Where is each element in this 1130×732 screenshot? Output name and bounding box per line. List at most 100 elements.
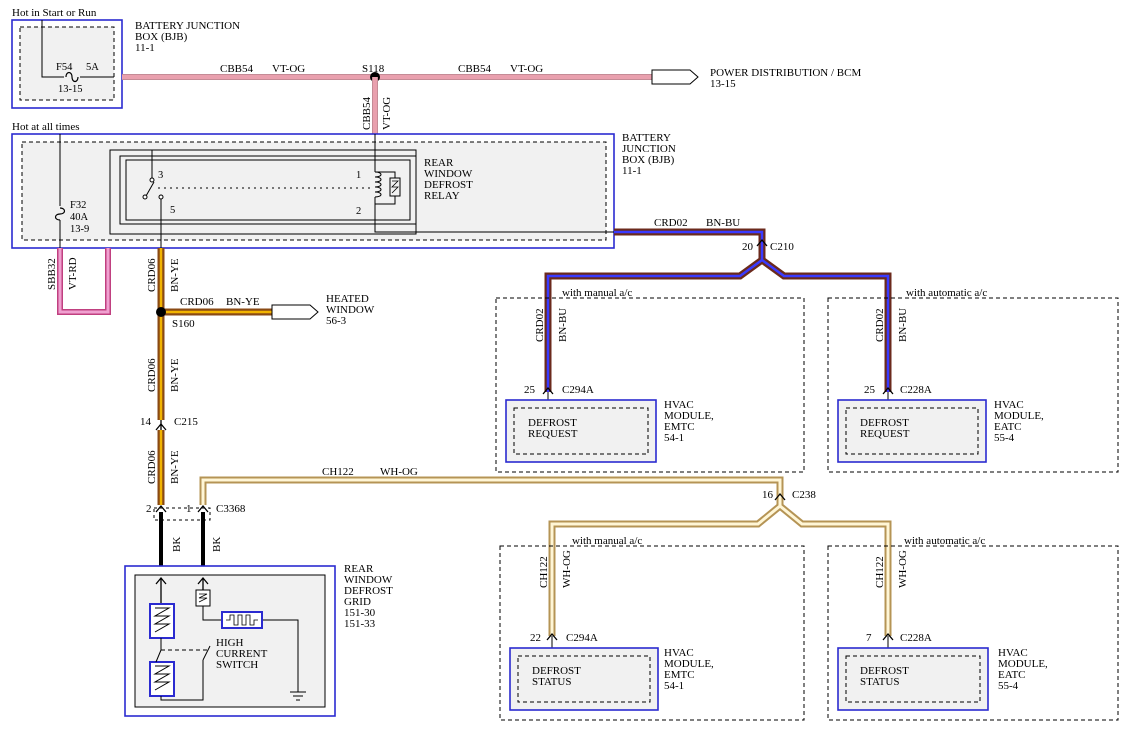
svg-text:REQUEST: REQUEST xyxy=(860,428,910,440)
svg-text:151-30: 151-30 xyxy=(344,607,376,619)
wire-sbb32-color: VT-RD xyxy=(67,257,79,290)
splice-s160 xyxy=(156,307,166,317)
crd02-right-color: BN-BU xyxy=(897,308,909,342)
c238-label: C238 xyxy=(792,489,816,501)
eatc-defrost-request-box xyxy=(837,399,987,463)
crd06-bottom-color: BN-YE xyxy=(169,450,181,484)
svg-text:WINDOW: WINDOW xyxy=(344,574,393,586)
wire-cbb54-left-color: VT-OG xyxy=(272,63,305,75)
fuse-f54-label: F54 xyxy=(56,62,73,73)
emtc-request-label: DEFROST xyxy=(528,417,577,429)
wire-cbb54-vert-code: CBB54 xyxy=(361,96,373,130)
c3368-label: C3368 xyxy=(216,503,246,515)
svg-text:54-1: 54-1 xyxy=(664,680,684,692)
crd02-left-color: BN-BU xyxy=(557,308,569,342)
bk-right-label: BK xyxy=(211,537,223,552)
svg-text:BATTERY: BATTERY xyxy=(622,132,671,144)
c294a-status-conn: C294A xyxy=(566,632,598,644)
manual-ac-request-region xyxy=(495,297,805,473)
svg-text:EMTC: EMTC xyxy=(664,669,695,681)
svg-text:HVAC: HVAC xyxy=(664,647,694,659)
c238-connector xyxy=(774,492,786,501)
svg-text:HVAC: HVAC xyxy=(998,647,1028,659)
svg-text:GRID: GRID xyxy=(344,596,371,608)
c210-connector xyxy=(756,238,768,247)
svg-text:CURRENT: CURRENT xyxy=(216,648,268,660)
eatc-status-label: DEFROST xyxy=(860,665,909,677)
fuse-f32-label: F32 xyxy=(70,200,86,211)
bjb2-box xyxy=(11,133,615,249)
bjb1-box xyxy=(11,19,123,109)
crd06-top-code: CRD06 xyxy=(146,258,158,292)
c3368-pin-2: 2 xyxy=(146,503,152,515)
eatc-module-label-bottom: HVAC MODULE, EATC 55-4 xyxy=(998,647,1048,692)
c294a-request-pin: 25 xyxy=(524,384,536,396)
crd06-mid-code: CRD06 xyxy=(146,358,158,392)
ground-icon xyxy=(290,691,306,701)
fuse-f32-rating: 40A xyxy=(70,212,89,223)
manual-ac-request-label: with manual a/c xyxy=(562,287,632,299)
svg-text:55-4: 55-4 xyxy=(998,680,1019,692)
svg-text:MODULE,: MODULE, xyxy=(664,410,714,422)
c3368-pin2-connector xyxy=(155,504,167,513)
svg-text:REQUEST: REQUEST xyxy=(528,428,578,440)
svg-text:BATTERY JUNCTION: BATTERY JUNCTION xyxy=(135,20,240,32)
crd06-top-color: BN-YE xyxy=(169,258,181,292)
wire-ch122-code: CH122 xyxy=(322,466,354,478)
power-distribution-ref: 13-15 xyxy=(710,78,736,90)
wire-cbb54-right-color: VT-OG xyxy=(510,63,543,75)
svg-text:54-1: 54-1 xyxy=(664,432,684,444)
fuse-f32-ref: 13-9 xyxy=(70,224,89,235)
auto-ac-status-region xyxy=(827,545,1119,721)
svg-text:WINDOW: WINDOW xyxy=(424,168,473,180)
manual-ac-status-region xyxy=(499,545,805,721)
relay-switch-contact xyxy=(145,181,155,197)
wire-cbb54-vert-color: VT-OG xyxy=(381,97,393,130)
hot-always-label: Hot at all times xyxy=(12,121,80,133)
c215-label: C215 xyxy=(174,416,198,428)
fuse-f54-ref: 13-15 xyxy=(58,84,83,95)
bk-left-label: BK xyxy=(171,537,183,552)
splice-s118-label: S118 xyxy=(362,63,385,75)
relay-outer-box xyxy=(109,149,417,235)
svg-text:55-4: 55-4 xyxy=(994,432,1015,444)
power-distribution-arrow xyxy=(651,69,699,85)
wire-crd02 xyxy=(544,228,892,392)
emtc-defrost-request-box xyxy=(505,399,657,463)
auto-ac-request-region xyxy=(827,297,1119,473)
wire-crd02-color: BN-BU xyxy=(706,217,740,229)
c294a-status-pin: 22 xyxy=(530,632,541,644)
c238-pin: 16 xyxy=(762,489,774,501)
relay-title: REAR WINDOW DEFROST RELAY xyxy=(424,157,473,202)
high-current-switch-label: HIGH CURRENT SWITCH xyxy=(216,637,268,671)
emtc-module-label-bottom: HVAC MODULE, EMTC 54-1 xyxy=(664,647,714,692)
svg-text:HIGH: HIGH xyxy=(216,637,244,649)
emtc-status-label: DEFROST xyxy=(532,665,581,677)
svg-text:MODULE,: MODULE, xyxy=(994,410,1044,422)
svg-text:EATC: EATC xyxy=(998,669,1026,681)
svg-text:SWITCH: SWITCH xyxy=(216,659,258,671)
c3368-pin1-connector xyxy=(197,504,209,513)
svg-text:151-33: 151-33 xyxy=(344,618,376,630)
c228a-request-conn: C228A xyxy=(900,384,932,396)
svg-text:RELAY: RELAY xyxy=(424,190,460,202)
svg-text:EMTC: EMTC xyxy=(664,421,695,433)
c294a-request-conn: C294A xyxy=(562,384,594,396)
svg-text:REAR: REAR xyxy=(424,157,454,169)
relay-pin-1: 1 xyxy=(356,170,361,181)
grid-element-lower xyxy=(149,661,175,697)
emtc-defrost-status-box xyxy=(509,647,659,711)
c3368-pin-1: 1 xyxy=(186,503,192,515)
svg-text:11-1: 11-1 xyxy=(135,42,155,54)
crd02-left-code: CRD02 xyxy=(534,308,546,342)
crd06-bottom-code: CRD06 xyxy=(146,450,158,484)
svg-text:STATUS: STATUS xyxy=(860,676,899,688)
svg-text:BOX (BJB): BOX (BJB) xyxy=(135,31,188,43)
svg-text:56-3: 56-3 xyxy=(326,315,347,327)
svg-text:DEFROST: DEFROST xyxy=(344,585,393,597)
svg-text:HEATED: HEATED xyxy=(326,293,369,305)
svg-text:EATC: EATC xyxy=(994,421,1022,433)
manual-ac-status-label: with manual a/c xyxy=(572,535,642,547)
wire-cbb54-left-code: CBB54 xyxy=(220,63,254,75)
